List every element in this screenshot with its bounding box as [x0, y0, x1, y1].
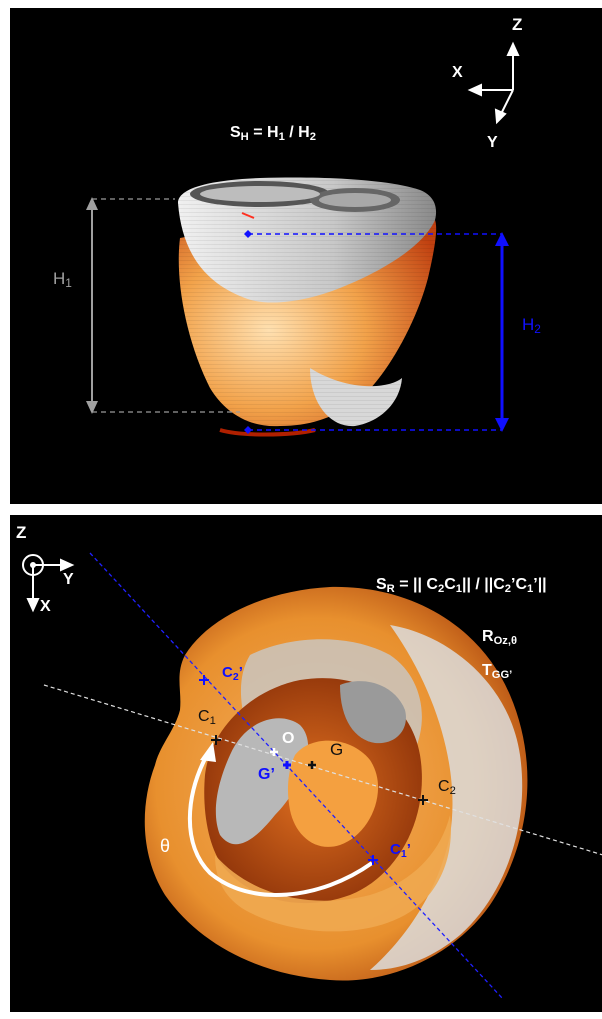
valve-inner-right — [319, 193, 391, 207]
rotation-scaling-panel: Z Y X SR = || C2C1|| / ||C2’C1’|| ROz,θ … — [10, 515, 602, 1012]
rotation-label: ROz,θ — [482, 629, 517, 647]
valve-inner-left — [200, 186, 320, 202]
heart-3d-render-top — [10, 8, 602, 504]
rotation-scale-formula: SR = || C2C1|| / ||C2’C1’|| — [376, 577, 547, 595]
point-g-prime-label: G’ — [258, 767, 275, 783]
point-c2-label: C2 — [438, 779, 456, 797]
point-c2-prime-label: C2’ — [222, 665, 243, 683]
h1-label: H1 — [53, 270, 72, 290]
axis-z-label: Z — [512, 16, 522, 33]
axis-y-label-bottom: Y — [63, 572, 74, 588]
axis-x-label-bottom: X — [40, 599, 51, 615]
h2-label: H2 — [522, 316, 541, 336]
axis-x-label: X — [452, 65, 463, 81]
point-c1-prime-label: C1’ — [390, 842, 411, 860]
height-scaling-panel: Z X Y SH = H1 / H2 H1 H2 — [10, 8, 602, 504]
surface-texture — [170, 173, 445, 438]
height-scale-formula: SH = H1 / H2 — [230, 125, 316, 143]
h2-arrow-head-top — [495, 232, 509, 246]
axis-z-label-bottom: Z — [16, 524, 26, 541]
axis-y-label: Y — [487, 135, 498, 151]
translation-label: TGG’ — [482, 663, 512, 681]
axes-triad-top — [470, 44, 518, 122]
point-o-label: O — [282, 731, 294, 747]
h2-arrow-head-bottom — [495, 418, 509, 432]
point-g-label: G — [330, 741, 343, 758]
theta-label: θ — [160, 837, 170, 855]
point-c1-label: C1 — [198, 709, 216, 727]
